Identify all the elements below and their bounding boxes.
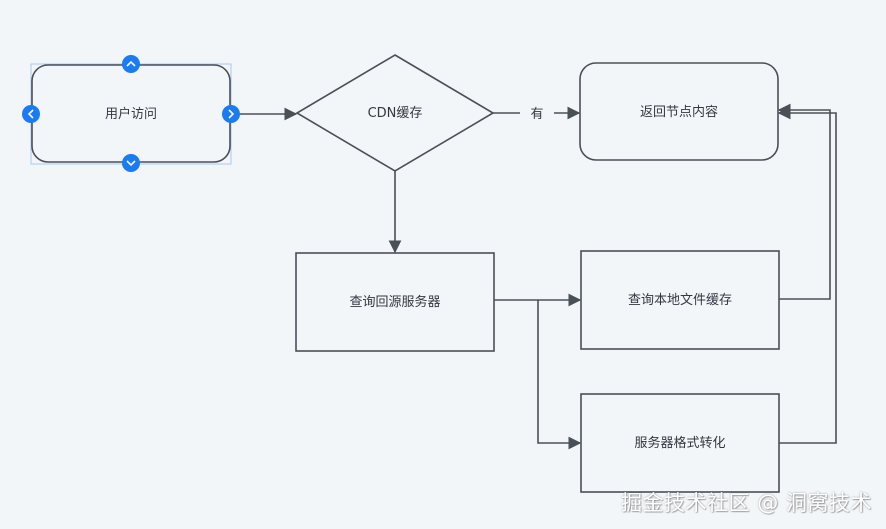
node-query-origin-label: 查询回源服务器 [349,294,440,310]
handle-bottom[interactable] [122,154,140,172]
chevron-up-icon [126,60,136,67]
node-return-content-label: 返回节点内容 [640,104,718,120]
node-server-convert-label: 服务器格式转化 [634,435,725,451]
handle-right[interactable] [222,105,240,123]
node-return-content[interactable]: 返回节点内容 [579,62,779,161]
node-query-local-cache[interactable]: 查询本地文件缓存 [580,250,780,350]
chevron-right-icon [228,109,235,119]
node-query-local-cache-label: 查询本地文件缓存 [628,293,732,308]
node-server-convert[interactable]: 服务器格式转化 [580,393,780,493]
handle-top[interactable] [122,55,140,73]
edge-convert-to-return[interactable] [777,106,837,444]
chevron-down-icon [126,160,136,167]
handle-left[interactable] [22,105,40,123]
edge-local-cache-to-return[interactable] [777,103,831,300]
edge-label-has: 有 [530,107,543,122]
edge-label-bg [520,102,554,124]
node-query-origin[interactable]: 查询回源服务器 [295,252,495,352]
edge-origin-to-convert[interactable] [537,300,582,450]
node-user-access-label: 用户访问 [105,106,157,122]
node-user-access[interactable]: 用户访问 [30,63,232,165]
node-cdn-cache[interactable]: CDN缓存 [295,54,495,172]
chevron-left-icon [27,109,34,119]
node-cdn-cache-label: CDN缓存 [368,106,423,121]
watermark: 掘金技术社区 @ 洞窝技术 [621,491,872,515]
